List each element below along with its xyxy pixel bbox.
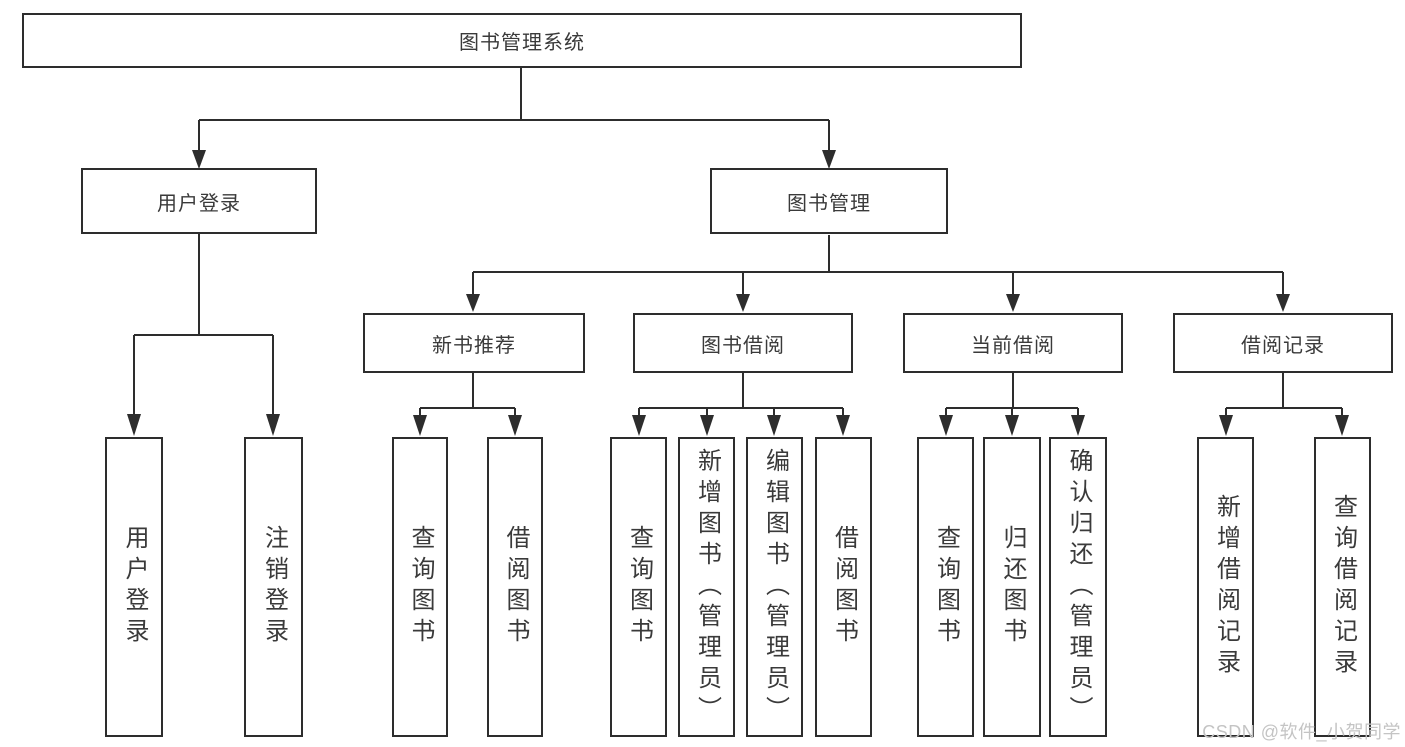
leaf-query-books-1: 查询图书: [392, 437, 448, 737]
leaf-borrow-books-2-label: 借阅图书: [830, 525, 858, 649]
edge-current-borrow-to-leaves: [939, 373, 1085, 436]
edge-book-borrow-to-leaves: [632, 373, 850, 436]
leaf-query-borrow-record-label: 查询借阅记录: [1329, 494, 1357, 680]
node-current-borrow: 当前借阅: [903, 313, 1123, 373]
edge-book-mgmt-to-level3: [466, 235, 1290, 312]
node-root-label: 图书管理系统: [459, 32, 585, 54]
csdn-watermark: CSDN @软件_小贺同学: [1202, 722, 1401, 742]
edge-borrow-records-to-leaves: [1219, 373, 1349, 436]
leaf-user-login-label: 用户登录: [121, 525, 148, 649]
node-user-login: 用户登录: [81, 168, 317, 234]
leaf-edit-books-admin-label: 编辑图书（管理员）: [761, 447, 789, 727]
edge-user-login-to-leaves: [127, 232, 280, 436]
leaf-return-books: 归还图书: [983, 437, 1041, 737]
leaf-query-books-3-label: 查询图书: [932, 525, 960, 649]
node-book-management: 图书管理: [710, 168, 948, 234]
leaf-borrow-books-1: 借阅图书: [487, 437, 543, 737]
leaf-add-borrow-record-label: 新增借阅记录: [1212, 494, 1240, 680]
node-user-login-label: 用户登录: [157, 192, 241, 215]
leaf-query-borrow-record: 查询借阅记录: [1314, 437, 1371, 737]
leaf-query-books-2-label: 查询图书: [625, 525, 653, 649]
leaf-query-books-2: 查询图书: [610, 437, 667, 737]
leaf-confirm-return-admin-label: 确认归还（管理员）: [1065, 447, 1092, 727]
node-root: 图书管理系统: [22, 13, 1022, 68]
leaf-user-login: 用户登录: [105, 437, 163, 737]
node-new-book-recommend-label: 新书推荐: [432, 334, 516, 357]
node-book-borrow-label: 图书借阅: [701, 334, 785, 357]
leaf-borrow-books-2: 借阅图书: [815, 437, 872, 737]
leaf-edit-books-admin: 编辑图书（管理员）: [746, 437, 803, 737]
leaf-logout-label: 注销登录: [260, 525, 288, 649]
leaf-query-books-3: 查询图书: [917, 437, 974, 737]
leaf-confirm-return-admin: 确认归还（管理员）: [1049, 437, 1107, 737]
leaf-logout: 注销登录: [244, 437, 303, 737]
leaf-query-books-1-label: 查询图书: [407, 525, 434, 649]
leaf-add-borrow-record: 新增借阅记录: [1197, 437, 1254, 737]
leaf-borrow-books-1-label: 借阅图书: [502, 525, 529, 649]
node-book-management-label: 图书管理: [787, 192, 871, 215]
node-current-borrow-label: 当前借阅: [971, 334, 1055, 357]
node-borrow-records-label: 借阅记录: [1241, 334, 1325, 357]
node-book-borrow: 图书借阅: [633, 313, 853, 373]
leaf-add-books-admin-label: 新增图书（管理员）: [693, 447, 721, 727]
leaf-add-books-admin: 新增图书（管理员）: [678, 437, 735, 737]
node-new-book-recommend: 新书推荐: [363, 313, 585, 373]
edge-new-books-to-leaves: [413, 373, 522, 436]
leaf-return-books-label: 归还图书: [999, 525, 1026, 649]
node-borrow-records: 借阅记录: [1173, 313, 1393, 373]
edge-root-to-level2: [192, 68, 836, 169]
